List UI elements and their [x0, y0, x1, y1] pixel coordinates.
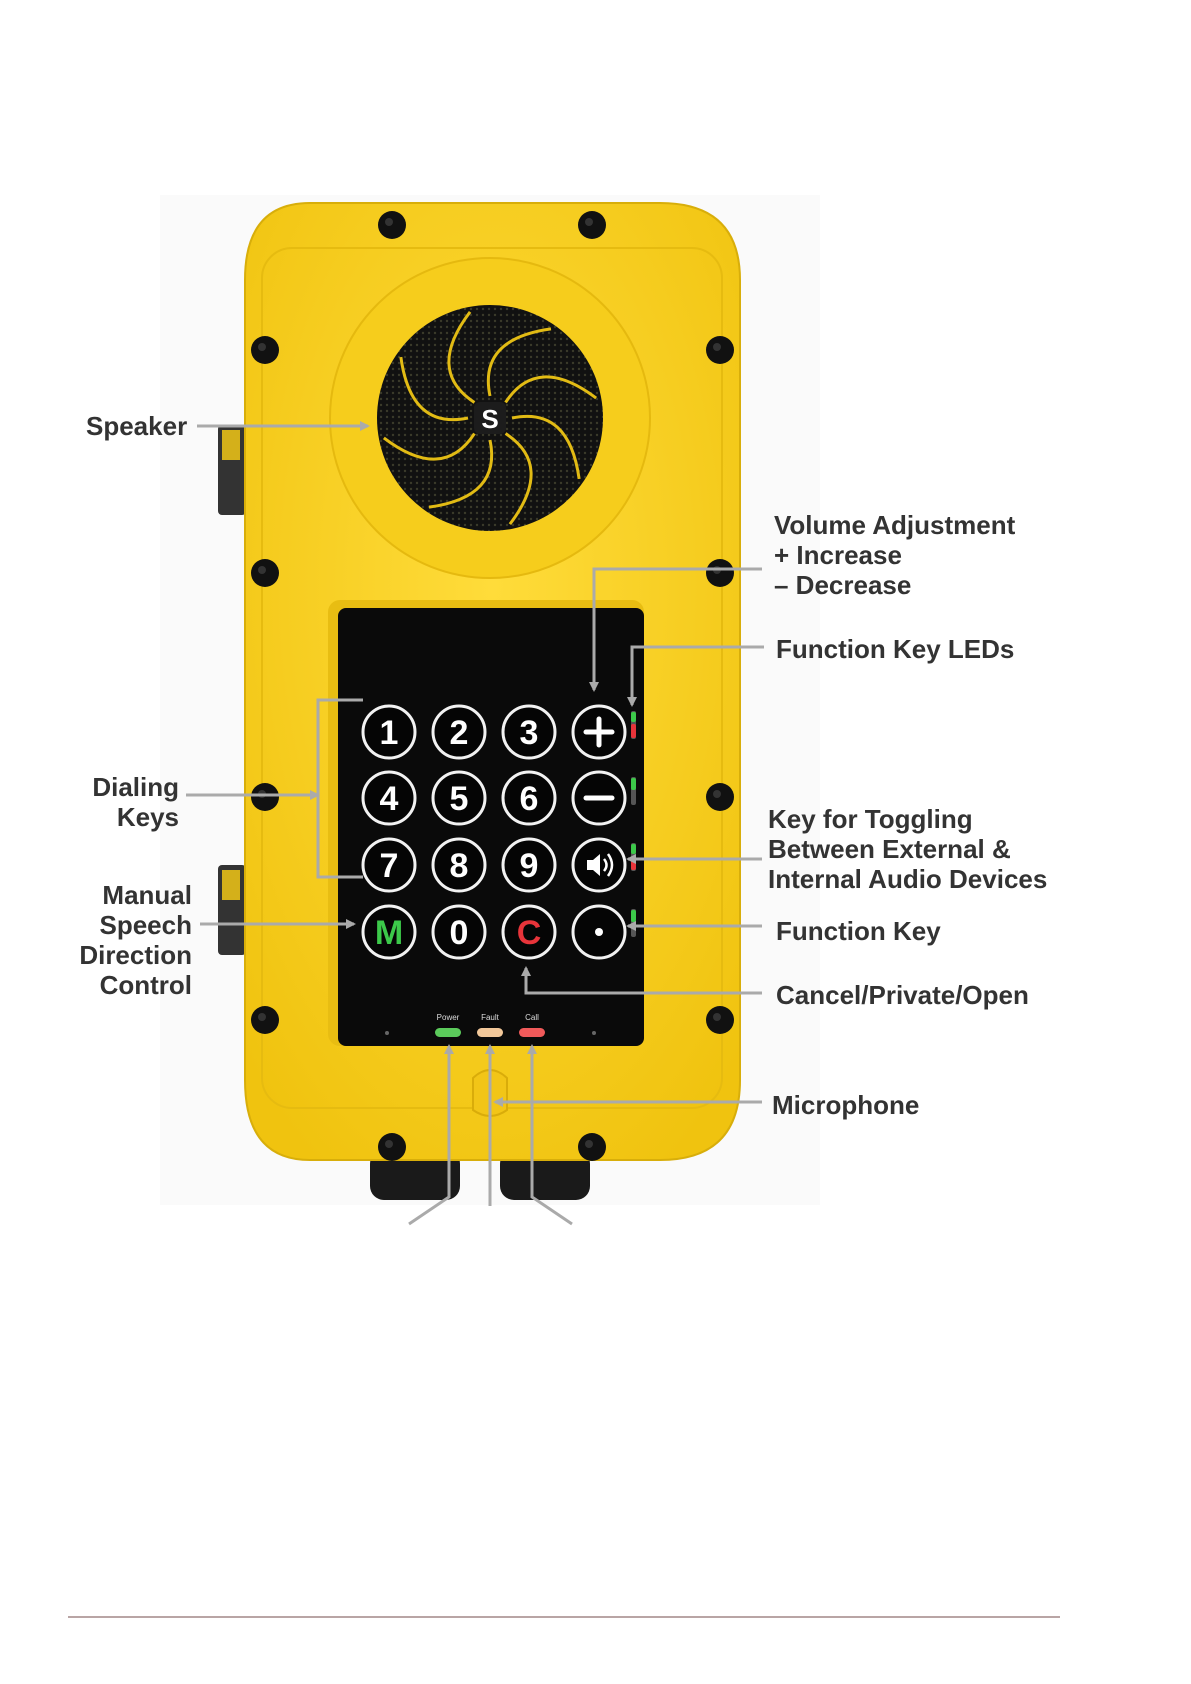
key-label: 1 — [380, 714, 399, 752]
label-cancel: Cancel/Private/Open — [776, 980, 1029, 1010]
key-label: 9 — [520, 847, 539, 885]
dot-icon — [595, 928, 603, 936]
screw — [251, 783, 279, 811]
key-label: C — [517, 914, 542, 952]
key-label: 0 — [450, 914, 469, 952]
key-label: 8 — [450, 847, 469, 885]
screw — [706, 1006, 734, 1034]
status-led-label: Call — [525, 1013, 539, 1022]
manual-speech-button[interactable]: M — [363, 906, 415, 958]
key-2[interactable]: 2 — [433, 706, 485, 758]
volume-down-button[interactable] — [573, 772, 625, 824]
screw — [378, 211, 406, 239]
key-label: 5 — [450, 780, 469, 818]
key-7[interactable]: 7 — [363, 839, 415, 891]
label-manual-speech: Speech — [100, 910, 193, 940]
label-toggle-audio: Between External & — [768, 834, 1011, 864]
screw — [706, 783, 734, 811]
label-dialing-keys: Dialing — [92, 772, 179, 802]
key-9[interactable]: 9 — [503, 839, 555, 891]
label-volume-title: Volume Adjustment — [774, 510, 1016, 540]
label-manual-speech: Manual — [102, 880, 192, 910]
label-function-key-leds: Function Key LEDs — [776, 634, 1014, 664]
label-function-key: Function Key — [776, 916, 941, 946]
screw — [251, 1006, 279, 1034]
key-0[interactable]: 0 — [433, 906, 485, 958]
key-label: 6 — [520, 780, 539, 818]
key-label: 7 — [380, 847, 399, 885]
power-led — [435, 1028, 461, 1037]
screw — [706, 559, 734, 587]
function-key-button[interactable] — [573, 906, 625, 958]
volume-up-button[interactable] — [573, 706, 625, 758]
label-toggle-audio: Key for Toggling — [768, 804, 973, 834]
speaker: S — [330, 258, 650, 578]
screw — [706, 336, 734, 364]
key-label: M — [375, 914, 403, 952]
screw — [578, 1133, 606, 1161]
label-toggle-audio: Internal Audio Devices — [768, 864, 1047, 894]
fault-led — [477, 1028, 503, 1037]
cancel-button[interactable]: C — [503, 906, 555, 958]
label-volume-decrease: – Decrease — [774, 570, 911, 600]
audio-toggle-button[interactable] — [573, 839, 625, 891]
brand-logo: S — [481, 404, 498, 434]
label-volume-increase: + Increase — [774, 540, 902, 570]
key-label: 3 — [520, 714, 539, 752]
label-manual-speech: Control — [100, 970, 192, 1000]
screw — [378, 1133, 406, 1161]
status-led-label: Fault — [481, 1013, 500, 1022]
key-6[interactable]: 6 — [503, 772, 555, 824]
key-8[interactable]: 8 — [433, 839, 485, 891]
key-4[interactable]: 4 — [363, 772, 415, 824]
label-manual-speech: Direction — [79, 940, 192, 970]
key-label: 2 — [450, 714, 469, 752]
key-1[interactable]: 1 — [363, 706, 415, 758]
key-label: 4 — [380, 780, 399, 818]
screw — [251, 336, 279, 364]
label-microphone: Microphone — [772, 1090, 919, 1120]
screw — [578, 211, 606, 239]
label-speaker: Speaker — [86, 411, 187, 441]
call-led — [519, 1028, 545, 1037]
key-3[interactable]: 3 — [503, 706, 555, 758]
key-5[interactable]: 5 — [433, 772, 485, 824]
status-led-label: Power — [437, 1013, 460, 1022]
label-dialing-keys: Keys — [117, 802, 179, 832]
screw — [251, 559, 279, 587]
